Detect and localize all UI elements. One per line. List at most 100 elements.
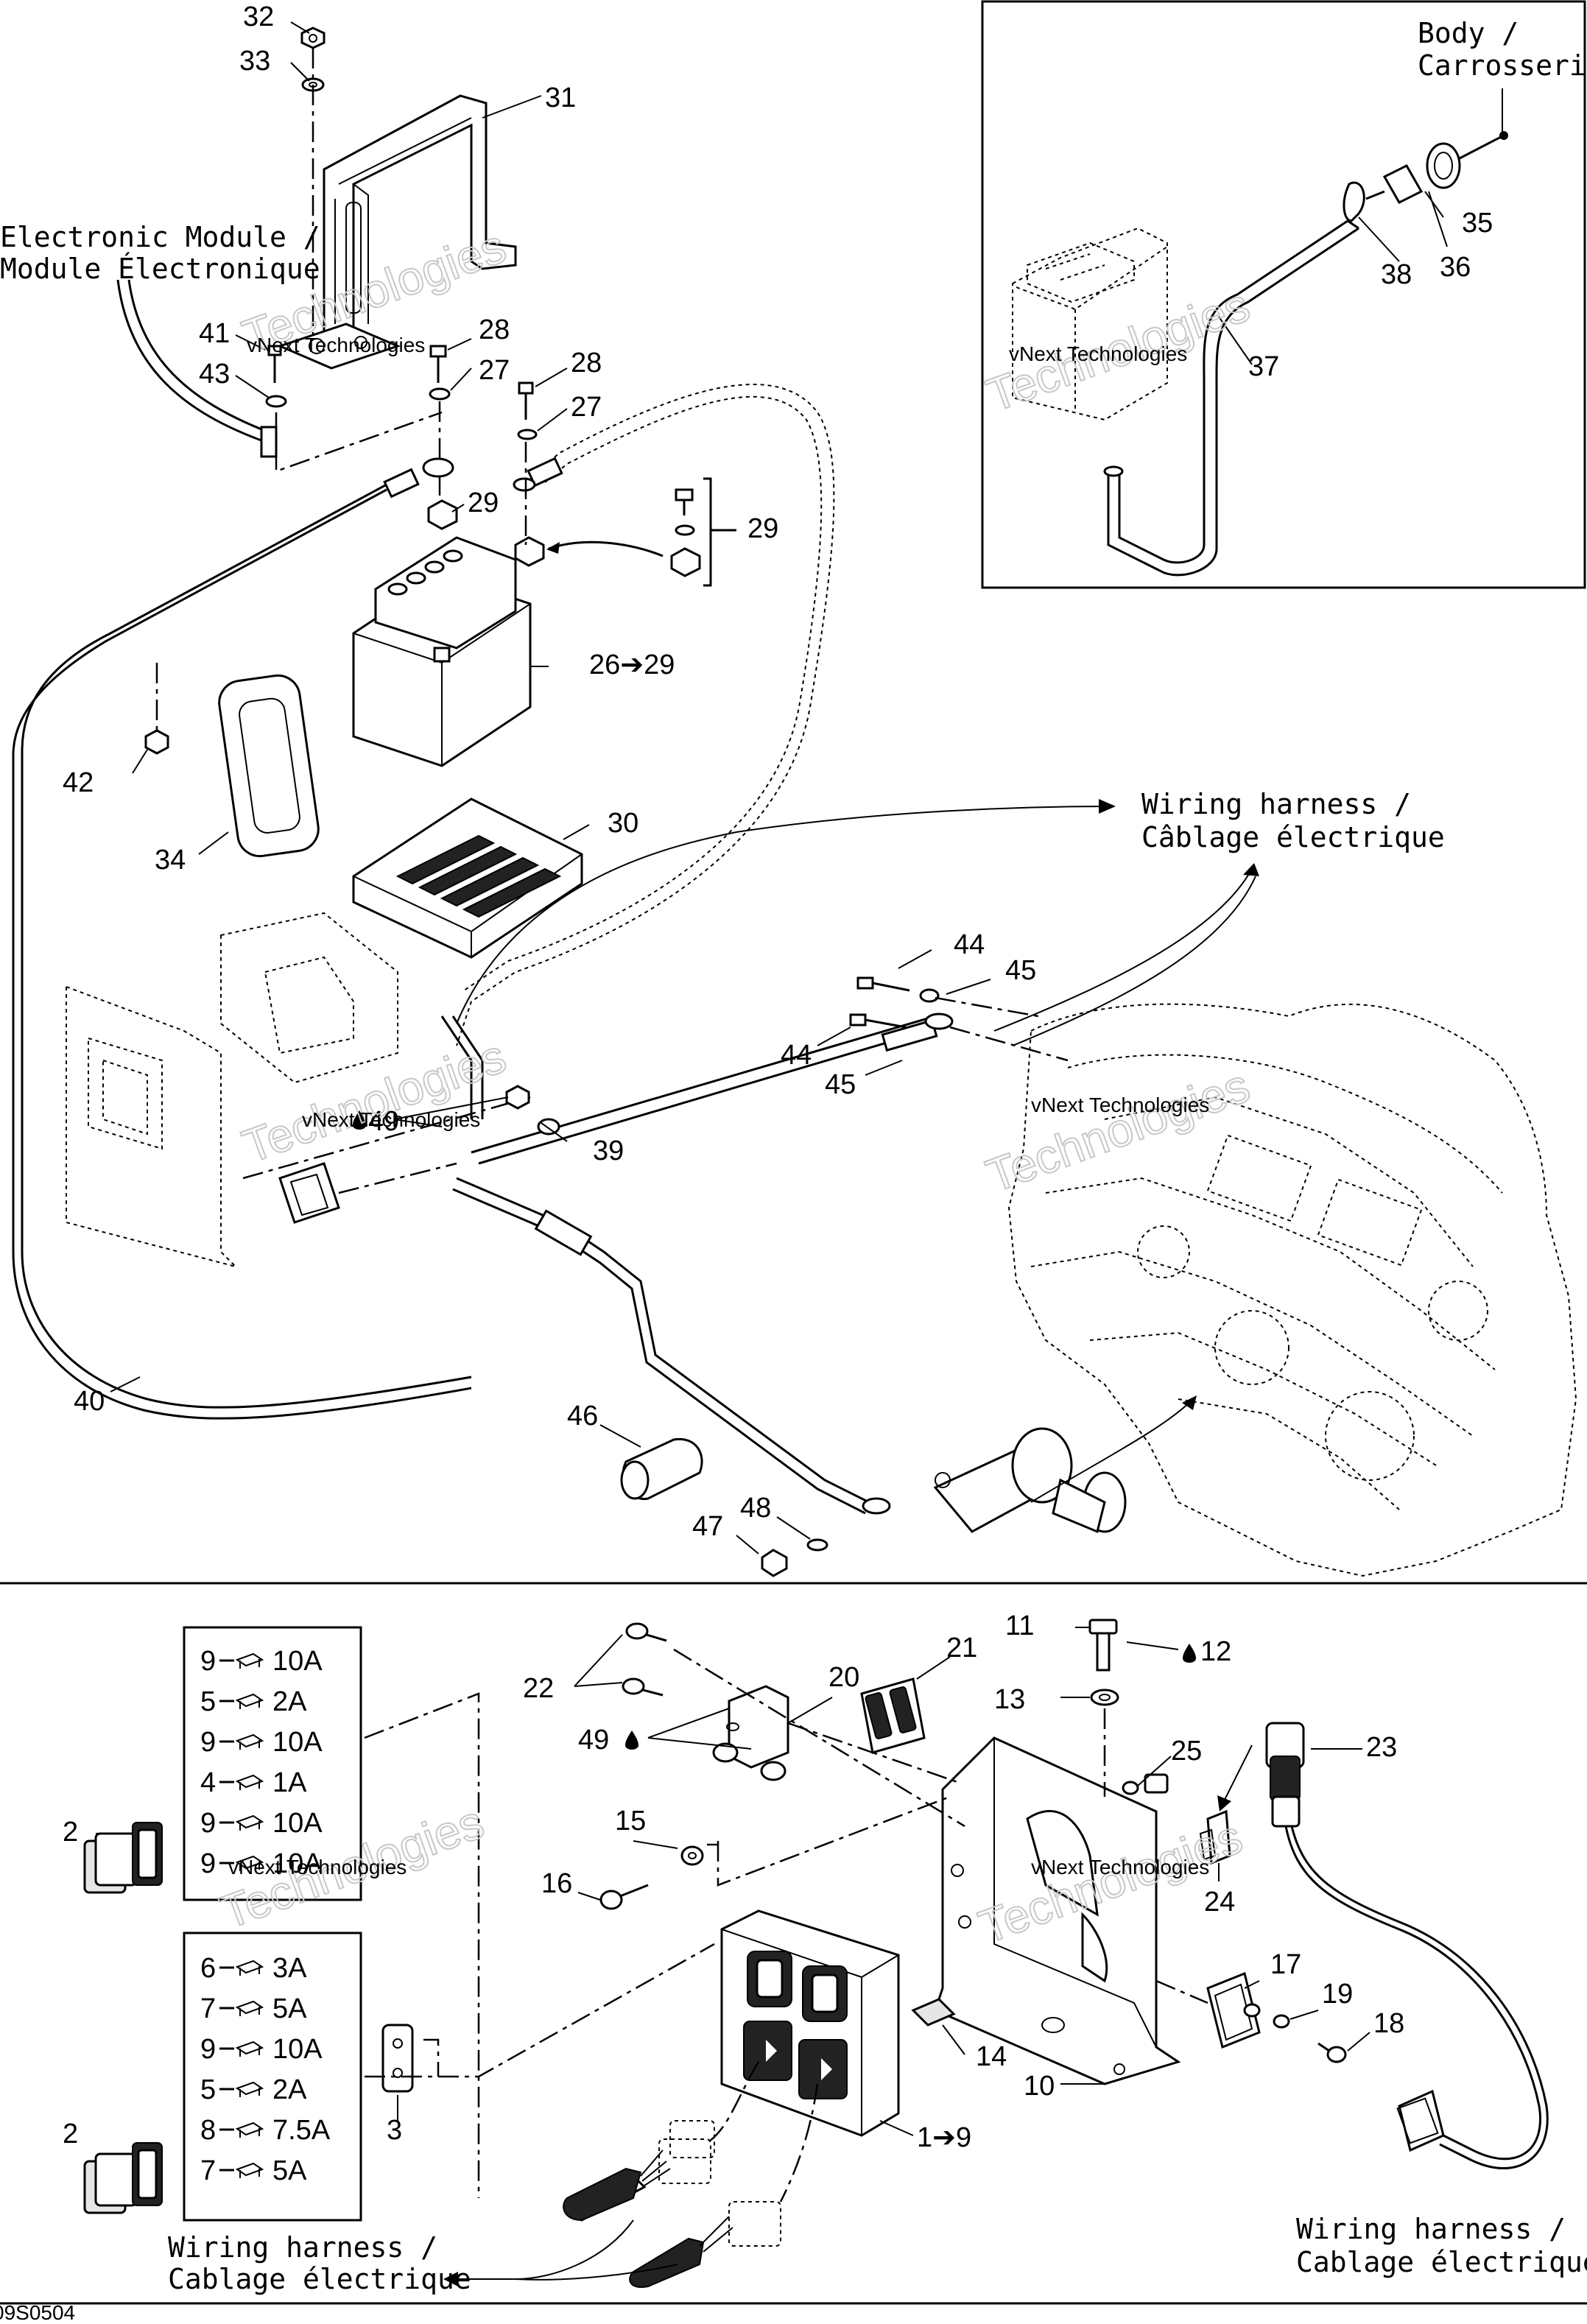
- fuse-icon: [235, 1959, 264, 1976]
- callout-14: 14: [976, 2041, 1007, 2072]
- fuse-ref: 6: [200, 1953, 216, 1984]
- callout-21: 21: [946, 1633, 977, 1663]
- callout-32: 32: [243, 1, 274, 32]
- watermark-6: vNext Technologies: [1031, 1856, 1209, 1878]
- fuse-icon: [235, 2000, 264, 2016]
- fuse-amperage: 10A: [272, 2034, 323, 2065]
- mount-bracket-10: [934, 1736, 1181, 2085]
- fuse-icon: [235, 2081, 264, 2097]
- bolt-22a: [625, 1622, 667, 1642]
- fuse-icon: [235, 1733, 264, 1750]
- callout-49a: 49: [368, 1106, 399, 1137]
- fuse-icon: [235, 2162, 264, 2178]
- callout-44a: 44: [954, 929, 985, 960]
- drop-49b: [625, 1730, 638, 1750]
- bolt-44b: [849, 1013, 907, 1029]
- cable-40: [12, 457, 472, 1420]
- part-17: [1206, 1971, 1261, 2049]
- callout-1-9: 1➔9: [917, 2122, 971, 2153]
- fuse-amperage: 7.5A: [272, 2115, 331, 2146]
- note-harness-bottom-left-fr: Cablage électrique: [168, 2263, 471, 2295]
- relay-20: [712, 1685, 789, 1781]
- fuse-amperage: 3A: [272, 1953, 307, 1984]
- fuse-ref: 5: [200, 1686, 216, 1717]
- fuse-icon: [235, 2121, 264, 2138]
- note-harness-bottom-right: Wiring harness /: [1296, 2213, 1566, 2245]
- washer-48: [806, 1538, 828, 1552]
- callout-46: 46: [567, 1401, 598, 1432]
- drop-49a: [353, 1110, 366, 1130]
- fuse-amperage: 10A: [272, 1727, 323, 1758]
- callout-49b: 49: [578, 1725, 609, 1756]
- callout-27b: 27: [571, 392, 602, 423]
- callout-38: 38: [1381, 259, 1412, 290]
- callout-18: 18: [1373, 2008, 1404, 2039]
- callout-10: 10: [1024, 2071, 1055, 2102]
- callout-28b: 28: [571, 348, 602, 378]
- bolt-44a: [856, 976, 910, 992]
- washer-19: [1273, 2014, 1290, 2029]
- nut-42: [144, 729, 169, 755]
- callout-20: 20: [828, 1662, 859, 1693]
- strap-34: [218, 674, 320, 858]
- starter-motor: [933, 1427, 1127, 1534]
- fuse-amperage: 10A: [272, 1808, 323, 1839]
- callout-48: 48: [740, 1493, 771, 1524]
- fuse-ref: 9: [200, 1848, 216, 1879]
- watermark-3: vNext Technologies: [302, 1108, 480, 1131]
- callout-44b: 44: [781, 1040, 812, 1071]
- callout-37: 37: [1248, 351, 1279, 382]
- boot-46: [620, 1437, 703, 1500]
- inset-frame: [981, 0, 1586, 589]
- fuse-ref: 5: [200, 2074, 216, 2105]
- callout-36: 36: [1440, 252, 1471, 283]
- callout-3: 3: [387, 2115, 402, 2146]
- bolt-16: [599, 1884, 649, 1910]
- leader-lines: [96, 21, 1448, 2136]
- cable-starter: [452, 1177, 891, 1515]
- callout-26: 26➔29: [589, 649, 675, 680]
- washer-45a: [919, 988, 940, 1003]
- washer-13: [1090, 1689, 1119, 1706]
- callout-39: 39: [593, 1135, 624, 1166]
- callout-labels: 32 33 31 41 43 28 27 28 27 29 29 26➔29 4…: [63, 1, 1493, 2153]
- fuse-holder-2b: [83, 2142, 163, 2214]
- note-labels: Body / Carrosserie Electronic Module / M…: [0, 17, 1587, 2295]
- callout-27a: 27: [479, 355, 510, 386]
- fuse-amperage: 5A: [272, 1993, 307, 2024]
- washer-15: [680, 1845, 704, 1866]
- note-body-fr: Carrosserie: [1418, 49, 1587, 82]
- bolt-41: [267, 345, 282, 383]
- hardware-29-group: [546, 477, 736, 587]
- washer-43: [265, 395, 287, 408]
- fuse-icon: [235, 1814, 264, 1831]
- fuse-box-1-frame: [183, 1626, 362, 1901]
- watermark-4: vNext Technologies: [1031, 1094, 1209, 1116]
- battery-vent-inset: [1012, 88, 1508, 577]
- fuse-amperage: 2A: [272, 1686, 307, 1717]
- clip-3: [381, 2024, 440, 2093]
- callout-31: 31: [545, 82, 576, 113]
- connector-21: [860, 1677, 926, 1754]
- bolt-11: [1088, 1619, 1118, 1672]
- bolt-28b: [518, 381, 534, 420]
- fuse-icon: [235, 1855, 264, 1871]
- engine-outline: [1007, 1003, 1577, 1577]
- fuse-amperage: 1A: [272, 1767, 307, 1798]
- ground-cable: [456, 384, 835, 1046]
- lug-ground: [513, 457, 563, 492]
- callout-29b: 29: [747, 513, 778, 544]
- fuse-icon: [235, 2040, 264, 2057]
- note-electronic-module: Electronic Module /: [0, 221, 320, 253]
- fuse-ref: 7: [200, 2155, 216, 2186]
- callout-2a: 2: [63, 1817, 78, 1848]
- callout-16: 16: [541, 1868, 572, 1899]
- sensor-23: [1265, 1722, 1549, 2170]
- callout-35: 35: [1462, 208, 1493, 239]
- drop-12: [1183, 1644, 1196, 1663]
- callout-30: 30: [608, 808, 638, 839]
- note-body: Body /: [1418, 17, 1519, 49]
- callout-40: 40: [74, 1386, 105, 1417]
